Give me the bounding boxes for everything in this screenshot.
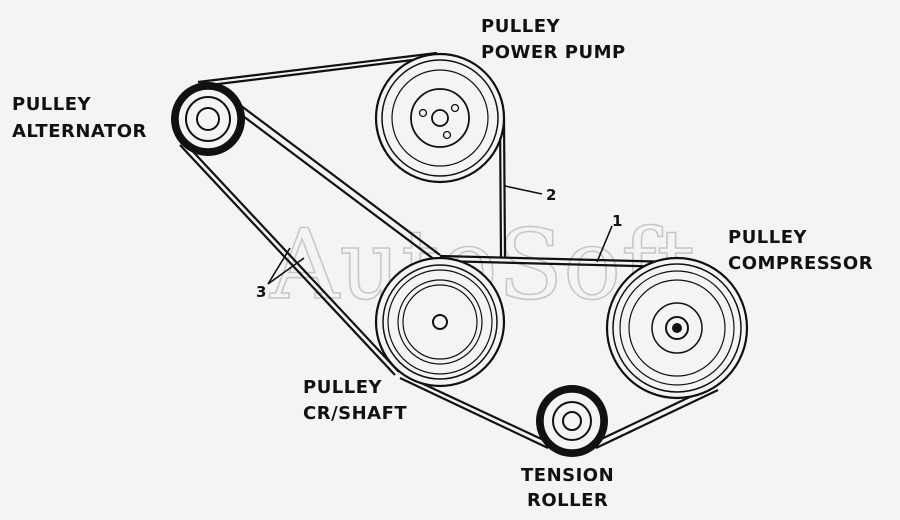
callout-leaders: [267, 185, 613, 285]
callout-1: 1: [612, 212, 622, 230]
label-tension-line1: TENSION: [521, 465, 614, 486]
label-tension-line2: ROLLER: [527, 490, 608, 511]
label-power-pump-line1: PULLEY: [481, 16, 561, 37]
label-alternator-line2: ALTERNATOR: [12, 121, 147, 142]
power-pump-pulley: [374, 52, 506, 184]
label-compressor-line2: COMPRESSOR: [728, 253, 873, 274]
label-alternator-line1: PULLEY: [12, 94, 92, 115]
callout-2: 2: [546, 186, 556, 204]
tension-roller: [536, 385, 608, 457]
crankshaft-pulley: [374, 256, 506, 388]
callout-3: 3: [256, 283, 266, 301]
compressor-pulley: [605, 256, 749, 400]
label-crankshaft-line2: CR/SHAFT: [303, 403, 407, 424]
label-crankshaft-line1: PULLEY: [303, 377, 383, 398]
label-power-pump-line2: POWER PUMP: [481, 42, 626, 63]
belt-1: [399, 254, 719, 449]
belt-3: [179, 141, 400, 376]
alternator-pulley: [171, 82, 245, 156]
label-compressor-line1: PULLEY: [728, 227, 808, 248]
